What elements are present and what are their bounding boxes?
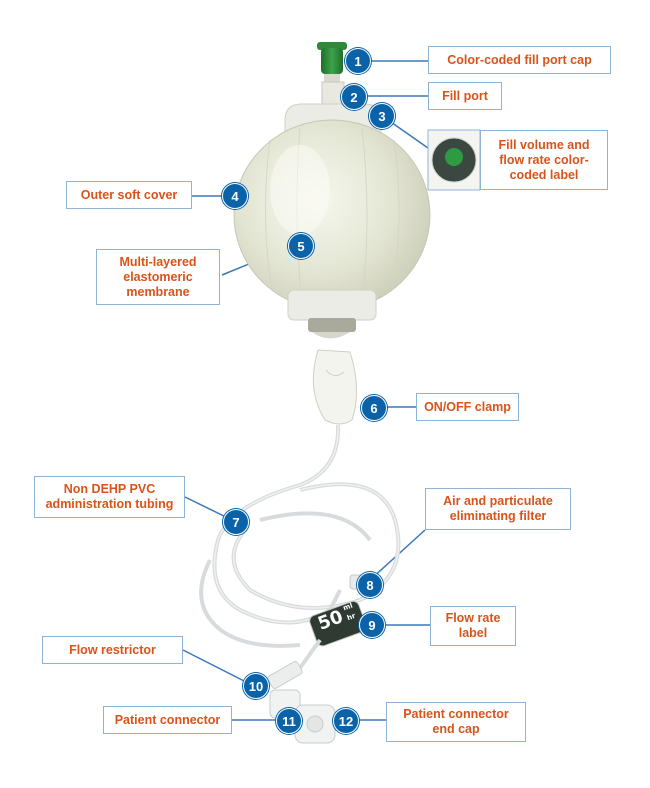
label-fill-volume: Fill volume and flow rate color-coded la…	[480, 130, 608, 190]
fill-port-cap	[317, 42, 347, 50]
label-outer-soft-cover: Outer soft cover	[66, 181, 192, 209]
label-filter: Air and particulate eliminating filter	[425, 488, 571, 530]
label-on-off-clamp: ON/OFF clamp	[416, 393, 519, 421]
outer-soft-cover	[233, 119, 431, 311]
label-flow-restrictor: Flow restrictor	[42, 636, 183, 664]
label-patient-connector: Patient connector	[103, 706, 232, 734]
label-fill-port-cap: Color-coded fill port cap	[428, 46, 611, 74]
badge-4: 4	[222, 183, 248, 209]
badge-2: 2	[341, 84, 367, 110]
label-tubing: Non DEHP PVC administration tubing	[34, 476, 185, 518]
label-flow-rate: Flow rate label	[430, 606, 516, 646]
flow-restrictor	[267, 661, 303, 689]
badge-6: 6	[361, 395, 387, 421]
label-elastomeric-membrane: Multi-layered elastomeric membrane	[96, 249, 220, 305]
label-end-cap: Patient connector end cap	[386, 702, 526, 742]
badge-9: 9	[359, 612, 385, 638]
label-fill-port: Fill port	[428, 82, 502, 110]
on-off-clamp	[312, 349, 358, 425]
badge-11: 11	[276, 708, 302, 734]
badge-1: 1	[345, 48, 371, 74]
badge-3: 3	[369, 103, 395, 129]
badge-12: 12	[333, 708, 359, 734]
badge-8: 8	[357, 572, 383, 598]
badge-5: 5	[288, 233, 314, 259]
badge-10: 10	[243, 673, 269, 699]
badge-7: 7	[223, 509, 249, 535]
